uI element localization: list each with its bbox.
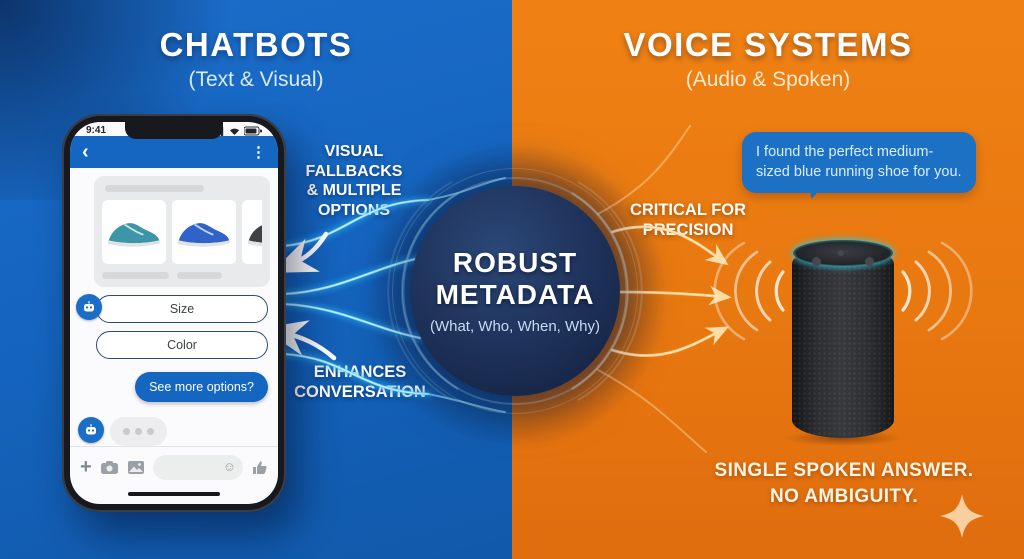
smart-speaker	[784, 234, 902, 446]
thumbs-up-icon[interactable]	[251, 459, 268, 476]
robot-icon	[86, 424, 96, 435]
speaker-button[interactable]	[865, 257, 874, 266]
plus-button[interactable]: +	[80, 456, 92, 478]
shoe-card[interactable]	[102, 200, 166, 264]
home-indicator[interactable]	[128, 492, 220, 496]
chat-body: Size Color See more options?	[70, 168, 278, 446]
message-input[interactable]: ☺	[152, 454, 243, 480]
phone-screen: 9:41 ‹ ⋮	[70, 122, 278, 504]
text-placeholder	[102, 272, 170, 279]
voice-title-block: VOICE SYSTEMS (Audio & Spoken)	[600, 26, 936, 92]
voice-subtitle: (Audio & Spoken)	[685, 68, 851, 91]
user-message-bubble: See more options?	[135, 372, 268, 402]
robot-icon	[84, 301, 94, 312]
shoe-card[interactable]	[242, 200, 262, 264]
battery-icon	[244, 126, 262, 136]
single-answer-label: SINGLE SPOKEN ANSWER. NO AMBIGUITY.	[714, 460, 974, 507]
hub-title-line2: METADATA	[435, 279, 595, 310]
bot-avatar	[78, 417, 104, 443]
text-placeholder	[177, 272, 222, 279]
chatbots-title: CHATBOTS	[159, 26, 353, 63]
hub-subtitle: (What, Who, When, Why)	[429, 317, 601, 335]
bot-avatar	[76, 294, 102, 320]
critical-precision-label: CRITICAL FOR PRECISION	[629, 201, 747, 240]
product-carousel[interactable]	[94, 176, 270, 287]
dark-running-shoe-icon	[247, 225, 262, 247]
quick-reply-color[interactable]: Color	[96, 331, 268, 359]
phone-notch	[125, 122, 223, 139]
voice-title: VOICE SYSTEMS	[623, 26, 913, 63]
chatbots-title-block: CHATBOTS (Text & Visual)	[96, 26, 416, 92]
hub-title-line1: ROBUST	[452, 247, 578, 279]
typing-indicator	[110, 417, 167, 446]
quick-reply-size[interactable]: Size	[96, 295, 268, 323]
kebab-menu-button[interactable]: ⋮	[251, 143, 266, 161]
teal-running-shoe-icon	[107, 223, 161, 247]
message-composer: + ☺	[70, 446, 278, 487]
voice-answer-bubble: I found the perfect medium-sized blue ru…	[742, 132, 976, 194]
sparkle-icon	[940, 494, 984, 538]
speaker-top-cap	[796, 243, 890, 266]
speaker-button[interactable]	[812, 257, 821, 266]
speaker-body	[792, 246, 894, 438]
status-time: 9:41	[86, 125, 107, 136]
chatbots-subtitle: (Text & Visual)	[188, 68, 324, 91]
camera-icon[interactable]	[100, 460, 119, 475]
phone-mockup: 9:41 ‹ ⋮	[62, 114, 286, 512]
microphone-hole	[838, 250, 844, 256]
wifi-icon	[230, 128, 239, 135]
chat-header: ‹ ⋮	[70, 136, 278, 168]
shoe-card[interactable]	[172, 200, 236, 264]
image-icon[interactable]	[127, 460, 145, 475]
emoji-icon[interactable]: ☺	[222, 458, 236, 474]
back-button[interactable]: ‹	[82, 141, 89, 163]
text-placeholder	[105, 185, 205, 192]
blue-running-shoe-icon	[177, 223, 231, 247]
robust-metadata-hub: ROBUST METADATA (What, Who, When, Why)	[392, 168, 638, 414]
